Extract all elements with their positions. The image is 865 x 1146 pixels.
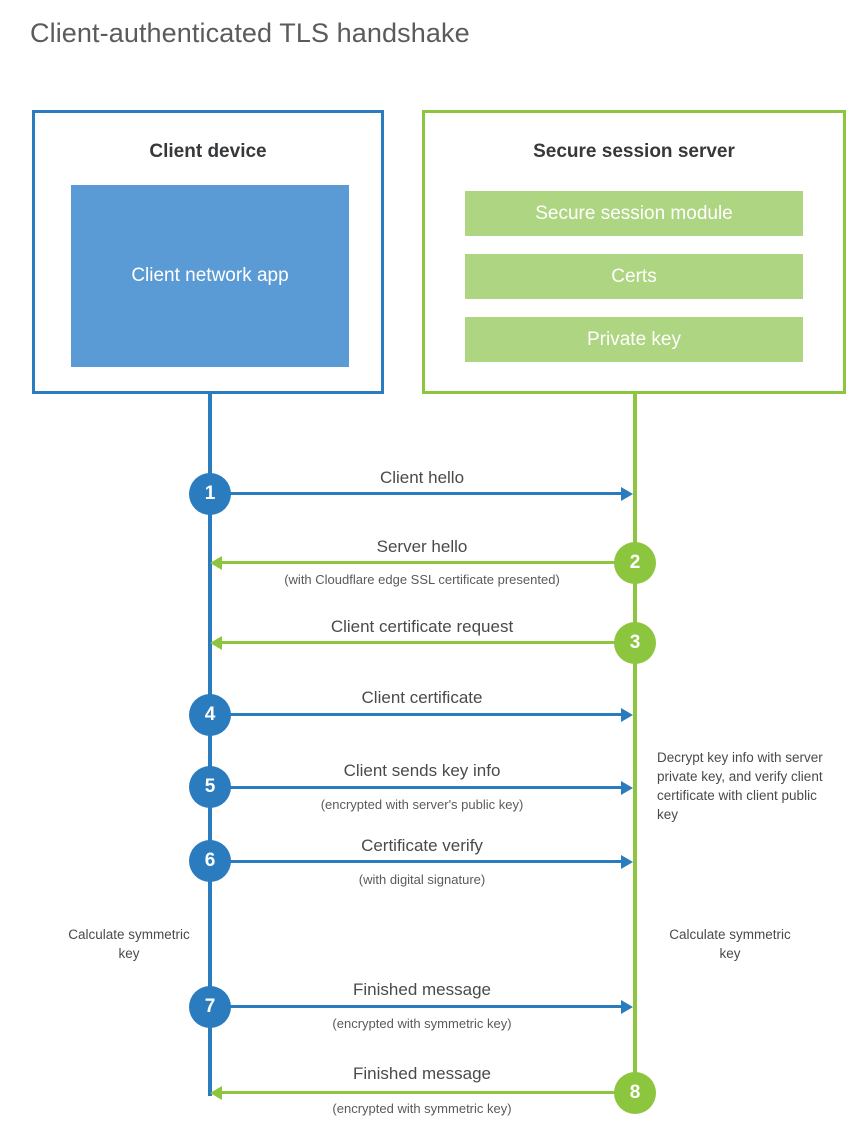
client-lifeline <box>208 391 212 1096</box>
step-8-sublabel: (encrypted with symmetric key) <box>332 1101 512 1116</box>
server-calculate-symmetric-key-note: Calculate symmetric key <box>669 927 791 962</box>
step-5-arrow-line <box>210 786 622 789</box>
step-badge-3[interactable]: 3 <box>614 622 656 664</box>
step-5-arrow-head-icon <box>621 781 633 795</box>
secure-session-server-box: Secure session server Secure session mod… <box>422 110 846 394</box>
step-3-arrow-head-icon <box>210 636 222 650</box>
page-title: Client-authenticated TLS handshake <box>30 18 470 48</box>
step-1-arrow-head-icon <box>621 487 633 501</box>
step-5-label: Client sends key info <box>343 761 501 780</box>
step-badge-2[interactable]: 2 <box>614 542 656 584</box>
step-3-label: Client certificate request <box>330 617 514 636</box>
server-module-certs: Certs <box>465 254 803 299</box>
step-7-arrow-head-icon <box>621 1000 633 1014</box>
step-8-arrow-head-icon <box>210 1086 222 1100</box>
step-7-sublabel: (encrypted with symmetric key) <box>332 1016 512 1031</box>
server-module-private-key: Private key <box>465 317 803 362</box>
step-8-label: Finished message <box>353 1064 491 1083</box>
step-3-arrow-line <box>222 641 634 644</box>
client-device-title: Client device <box>149 141 267 162</box>
step-6-label: Certificate verify <box>361 836 483 855</box>
step-badge-1[interactable]: 1 <box>189 473 231 515</box>
step-4-label: Client certificate <box>361 688 483 707</box>
step-1-label: Client hello <box>379 468 465 487</box>
step-5-sublabel: (encrypted with server's public key) <box>320 797 524 812</box>
step-badge-5[interactable]: 5 <box>189 766 231 808</box>
step-6-arrow-line <box>210 860 622 863</box>
client-device-box: Client device Client network app <box>32 110 384 394</box>
step-6-arrow-head-icon <box>621 855 633 869</box>
step-badge-4[interactable]: 4 <box>189 694 231 736</box>
step-4-arrow-line <box>210 713 622 716</box>
server-module-secure-session-module: Secure session module <box>465 191 803 236</box>
step-4-arrow-head-icon <box>621 708 633 722</box>
step-6-sublabel: (with digital signature) <box>358 872 486 887</box>
client-calculate-symmetric-key-note: Calculate symmetric key <box>68 927 190 962</box>
secure-session-server-title: Secure session server <box>533 141 735 162</box>
step-7-arrow-line <box>210 1005 622 1008</box>
step-2-arrow-head-icon <box>210 556 222 570</box>
server-decrypt-note: Decrypt key info with server private key… <box>657 750 823 823</box>
client-network-app-block: Client network app <box>71 185 349 367</box>
step-1-arrow-line <box>210 492 622 495</box>
step-2-label: Server hello <box>376 537 468 556</box>
step-badge-8[interactable]: 8 <box>614 1072 656 1114</box>
step-2-sublabel: (with Cloudflare edge SSL certificate pr… <box>284 572 560 587</box>
step-badge-6[interactable]: 6 <box>189 840 231 882</box>
step-badge-7[interactable]: 7 <box>189 986 231 1028</box>
step-2-arrow-line <box>222 561 634 564</box>
server-lifeline <box>633 391 637 1093</box>
step-7-label: Finished message <box>353 980 491 999</box>
step-8-arrow-line <box>222 1091 634 1094</box>
